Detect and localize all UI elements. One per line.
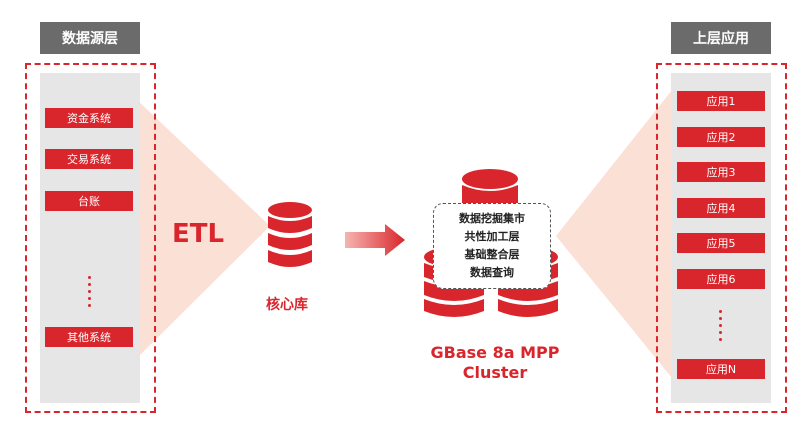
app-item[interactable]: 应用4 <box>677 198 765 218</box>
cluster-layer: 基础整合层 <box>464 248 520 261</box>
cluster-label: GBase 8a MPP Cluster <box>420 343 570 383</box>
cluster-layer: 共性加工层 <box>464 230 520 243</box>
etl-label: ETL <box>172 219 225 249</box>
core-database-icon <box>268 202 312 267</box>
app-item[interactable]: 应用5 <box>677 233 765 253</box>
app-item[interactable]: 应用6 <box>677 269 765 289</box>
app-item[interactable]: 应用3 <box>677 162 765 182</box>
source-item[interactable]: 资金系统 <box>45 108 133 128</box>
right-funnel <box>556 90 672 378</box>
source-ellipsis <box>88 276 92 307</box>
left-funnel <box>135 98 270 360</box>
app-layer-box <box>656 63 787 413</box>
cluster-layers-box: 数据挖掘集市 共性加工层 基础整合层 数据查询 <box>433 203 551 289</box>
source-item-other[interactable]: 其他系统 <box>45 327 133 347</box>
source-layer-header: 数据源层 <box>40 22 140 54</box>
app-item[interactable]: 应用2 <box>677 127 765 147</box>
app-layer-header: 上层应用 <box>671 22 771 54</box>
app-item[interactable]: 应用1 <box>677 91 765 111</box>
app-ellipsis <box>719 310 723 341</box>
source-layer-box <box>25 63 156 413</box>
cluster-layer: 数据查询 <box>470 266 514 279</box>
source-layer-panel <box>40 73 140 403</box>
cluster-label-line1: GBase 8a MPP <box>430 343 560 362</box>
source-item[interactable]: 交易系统 <box>45 149 133 169</box>
core-database-label: 核心库 <box>266 297 308 313</box>
flow-arrow <box>345 224 405 256</box>
source-item[interactable]: 台账 <box>45 191 133 211</box>
cluster-layer: 数据挖掘集市 <box>459 212 525 225</box>
cluster-label-line2: Cluster <box>462 363 528 382</box>
app-item-n[interactable]: 应用N <box>677 359 765 379</box>
